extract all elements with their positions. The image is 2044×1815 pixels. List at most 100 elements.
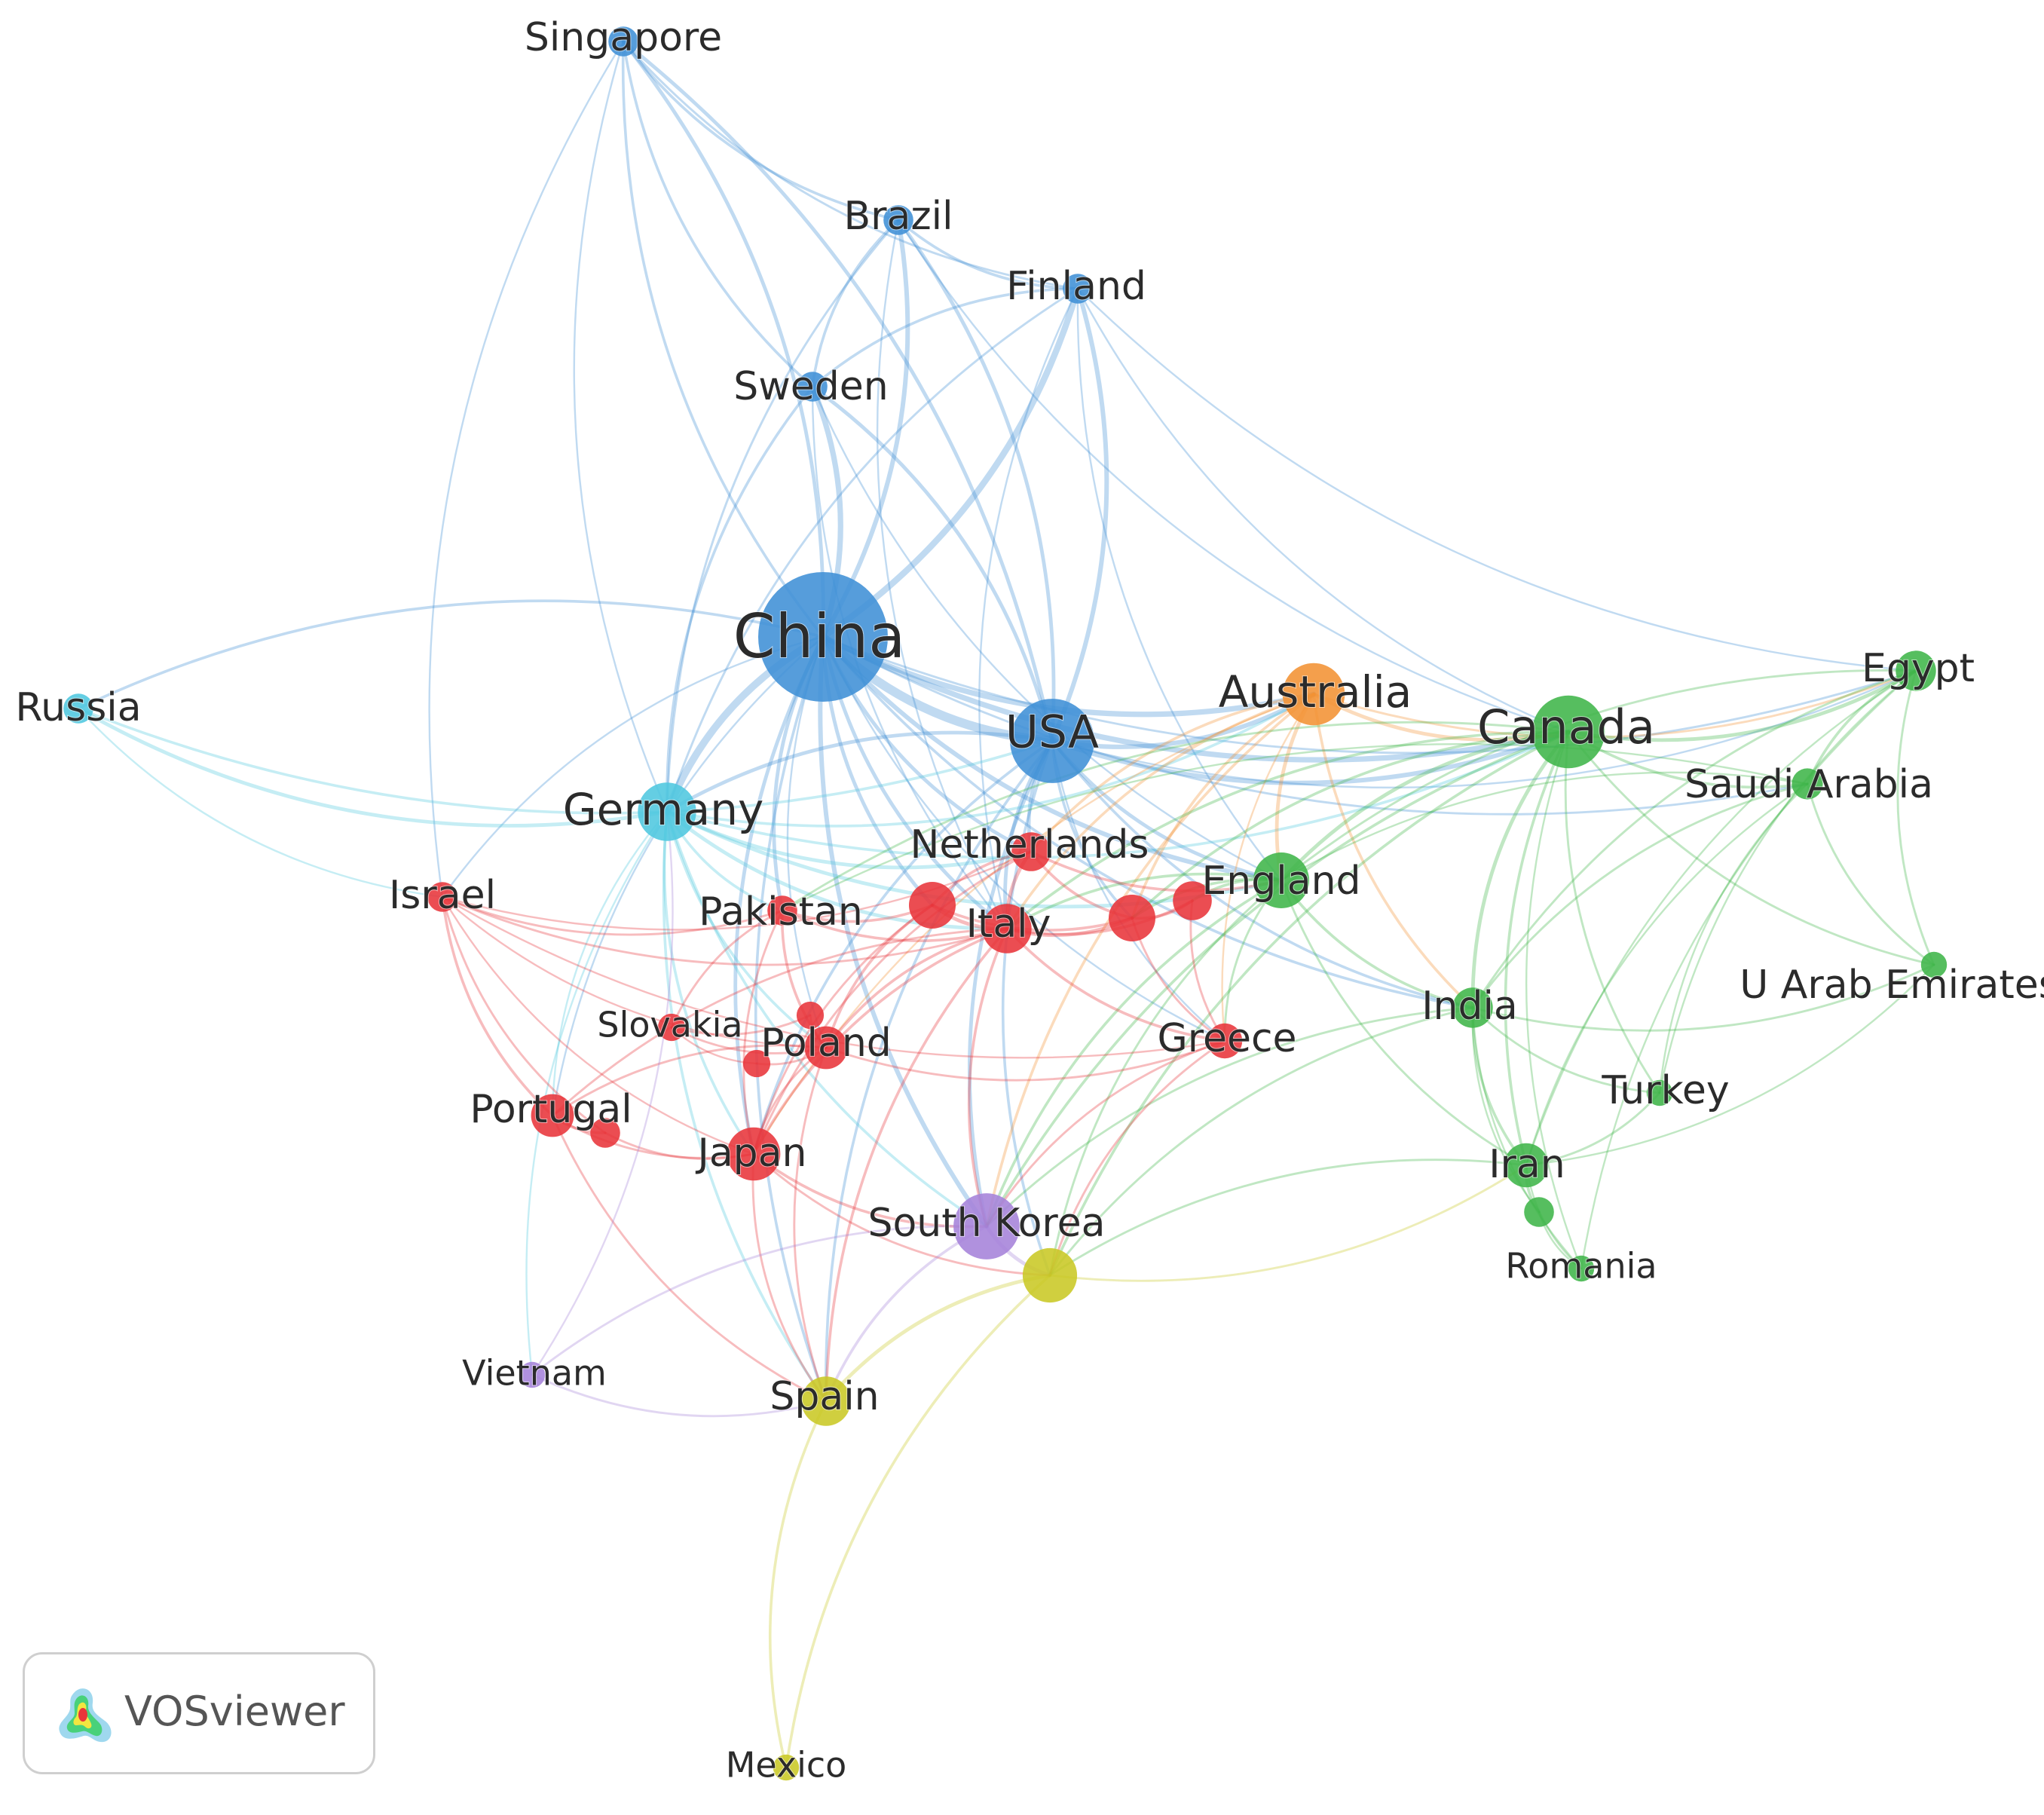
node-russia[interactable] xyxy=(63,693,93,724)
link-china-japan xyxy=(733,635,825,1156)
node-usa[interactable] xyxy=(1010,699,1094,783)
link-australia-india xyxy=(1312,693,1474,1009)
link-saudi-turkey xyxy=(1658,782,1809,1094)
link-india-southkorea xyxy=(985,1006,1474,1228)
link-canada-italy xyxy=(1005,730,1570,930)
link-china-israel xyxy=(441,635,825,898)
link-yellow1-mexico xyxy=(785,1274,1051,1769)
node-red5[interactable] xyxy=(742,1049,771,1078)
node-uae[interactable] xyxy=(1920,951,1948,978)
link-finland-sweden xyxy=(811,287,1079,388)
link-poland-spain xyxy=(793,1046,828,1403)
node-egypt[interactable] xyxy=(1896,650,1936,691)
link-slovakia-red4 xyxy=(670,1014,812,1036)
label-egypt: Egypt xyxy=(1862,646,1975,691)
link-usa-germany xyxy=(665,730,1054,814)
link-brazil-finland xyxy=(897,219,1079,290)
link-germany-australia xyxy=(666,693,1315,828)
node-italy[interactable] xyxy=(982,904,1032,953)
link-israel-netherlands xyxy=(441,850,1033,931)
link-singapore-finland xyxy=(622,40,1079,290)
link-australia-southkorea xyxy=(985,693,1315,1228)
link-pakistan-japan xyxy=(742,909,784,1155)
link-egypt-india xyxy=(1471,669,1917,1009)
link-brazil-sweden xyxy=(811,219,900,388)
network-links xyxy=(76,39,1935,1769)
link-england-iran xyxy=(1280,879,1528,1167)
link-finland-england xyxy=(1076,287,1283,882)
node-brazil[interactable] xyxy=(883,205,913,235)
node-pakistan[interactable] xyxy=(767,895,797,926)
node-iran2[interactable] xyxy=(1524,1197,1554,1227)
label-slovakia: Slovakia xyxy=(597,1005,742,1045)
link-england-india xyxy=(1280,879,1474,1009)
link-england-italy xyxy=(1005,872,1283,930)
node-japan[interactable] xyxy=(727,1127,781,1181)
node-red6[interactable] xyxy=(590,1118,620,1148)
link-portugal-japan xyxy=(551,1114,755,1159)
node-mexico[interactable] xyxy=(773,1754,800,1781)
node-saudi[interactable] xyxy=(1792,768,1823,800)
node-sweden[interactable] xyxy=(797,372,828,402)
link-israel-japan xyxy=(441,895,755,1155)
node-germany[interactable] xyxy=(638,782,696,841)
link-saudi-england xyxy=(1280,771,1809,882)
link-usa-finland xyxy=(1050,286,1109,743)
node-southkorea[interactable] xyxy=(953,1193,1020,1259)
node-romania[interactable] xyxy=(1568,1255,1595,1282)
node-poland[interactable] xyxy=(804,1026,848,1070)
node-portugal[interactable] xyxy=(531,1094,574,1137)
node-red2[interactable] xyxy=(1109,895,1155,941)
link-egypt-uae xyxy=(1896,669,1935,966)
link-usa-sweden xyxy=(810,384,1054,743)
link-iran-yellow1 xyxy=(1048,1158,1528,1277)
vosviewer-logo: VOSviewer xyxy=(23,1652,375,1774)
link-brazil-canada xyxy=(897,219,1570,733)
node-yellow1[interactable] xyxy=(1022,1247,1078,1303)
label-singapore: Singapore xyxy=(525,15,722,60)
node-israel[interactable] xyxy=(427,882,457,912)
link-china-egypt xyxy=(822,635,1917,754)
node-england[interactable] xyxy=(1253,852,1309,908)
node-singapore[interactable] xyxy=(608,26,638,57)
link-australia-greece xyxy=(1221,693,1315,1042)
node-china[interactable] xyxy=(758,572,888,702)
link-canada-red2 xyxy=(1131,730,1570,920)
link-iran-uae xyxy=(1525,963,1935,1167)
link-usa-singapore xyxy=(621,39,1054,743)
link-germany-portugal xyxy=(551,810,669,1117)
node-red1[interactable] xyxy=(909,882,956,929)
link-usa-egypt xyxy=(1051,669,1917,789)
node-slovakia[interactable] xyxy=(657,1013,686,1042)
node-spain[interactable] xyxy=(801,1376,851,1426)
label-italy: Italy xyxy=(966,901,1051,947)
link-russia-germany xyxy=(76,706,669,828)
link-canada-england xyxy=(1279,730,1571,883)
link-portugal-spain xyxy=(551,1114,828,1403)
link-germany-poland xyxy=(666,810,828,1049)
node-iran[interactable] xyxy=(1504,1143,1549,1188)
label-pakistan: Pakistan xyxy=(699,889,863,935)
link-israel-pakistan xyxy=(441,895,784,936)
node-australia[interactable] xyxy=(1282,663,1345,726)
node-india[interactable] xyxy=(1452,987,1493,1028)
label-saudi: Saudi Arabia xyxy=(1684,762,1933,807)
link-china-canada xyxy=(820,634,1571,763)
node-canada[interactable] xyxy=(1531,695,1605,769)
link-australia-red2 xyxy=(1131,693,1315,920)
link-india-uae xyxy=(1471,963,1935,1032)
node-netherlands[interactable] xyxy=(1011,832,1051,871)
label-spain: Spain xyxy=(770,1374,879,1419)
node-red4[interactable] xyxy=(796,1001,825,1030)
node-vietnam[interactable] xyxy=(519,1361,546,1388)
link-finland-germany xyxy=(666,287,1079,813)
link-india-yellow1 xyxy=(1048,1006,1474,1277)
node-turkey[interactable] xyxy=(1646,1079,1673,1106)
link-canada-southkorea xyxy=(985,730,1570,1228)
node-finland[interactable] xyxy=(1063,274,1093,304)
label-turkey: Turkey xyxy=(1601,1068,1729,1113)
link-singapore-sweden xyxy=(622,40,814,388)
link-canada-india xyxy=(1470,730,1571,1010)
node-greece[interactable] xyxy=(1207,1023,1243,1059)
node-red3[interactable] xyxy=(1173,881,1212,920)
